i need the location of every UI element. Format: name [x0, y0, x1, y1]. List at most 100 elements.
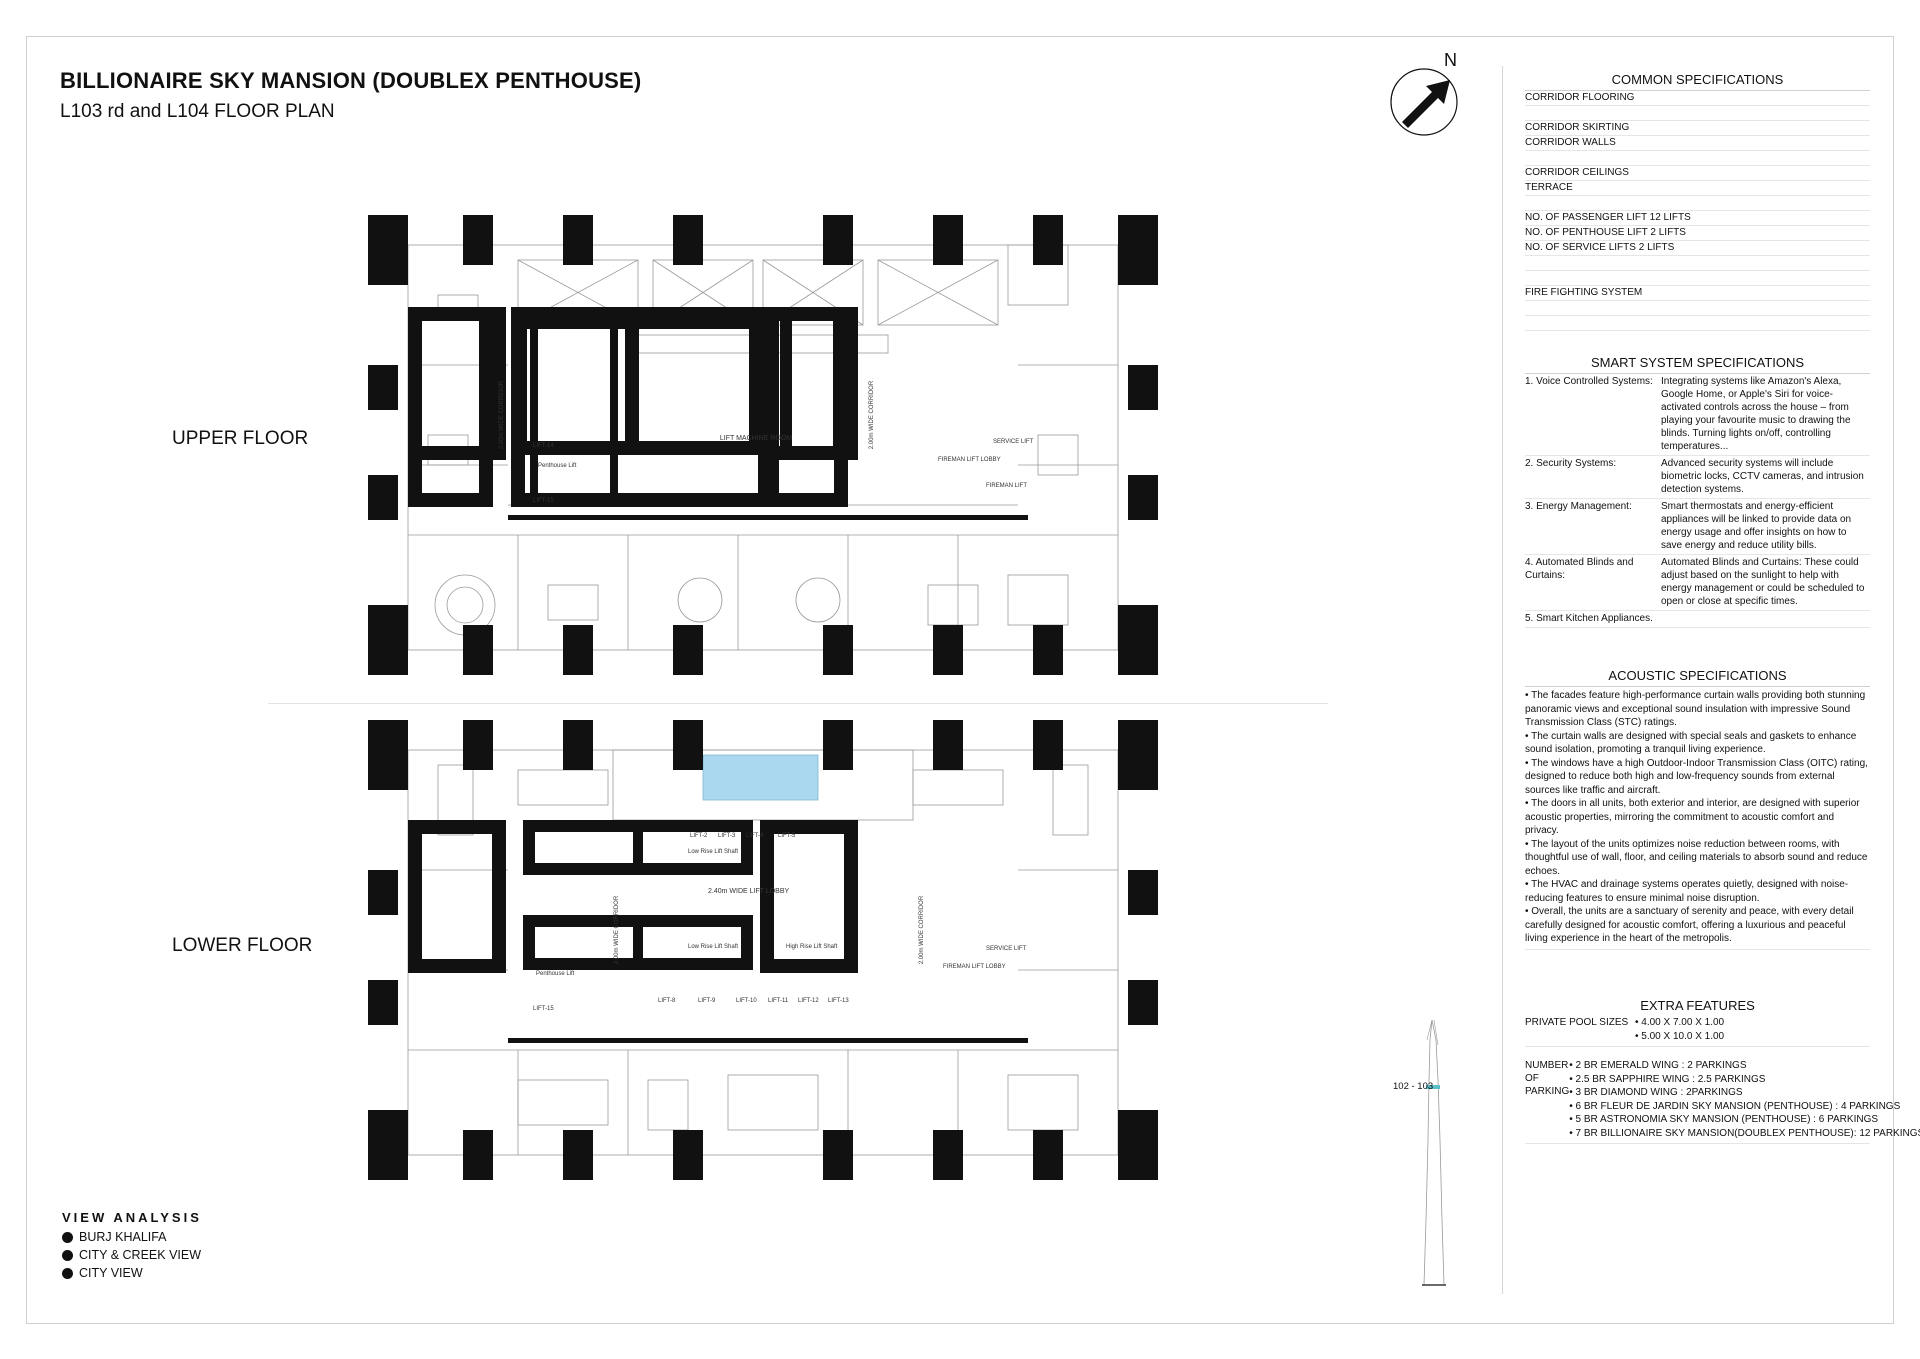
lift-8-label: LIFT-8 — [658, 998, 676, 1004]
acoustic-paragraph: • Overall, the units are a sanctuary of … — [1525, 906, 1854, 944]
fireman-lift-label: FIREMAN LIFT — [986, 483, 1027, 489]
upper-corridor-left-label: 2.00m WIDE CORRIDOR — [499, 380, 505, 449]
lift-machine-label: LIFT MACHINE ROOM — [720, 435, 792, 442]
page-frame — [26, 36, 1894, 1324]
smart-row-key: 1. Voice Controlled Systems: — [1525, 376, 1653, 387]
smart-row-value: Integrating systems like Amazon's Alexa,… — [1661, 376, 1851, 452]
view-item: CITY & CREEK VIEW — [62, 1246, 202, 1264]
bullet-icon — [62, 1249, 73, 1261]
pool-sizes-row: PRIVATE POOL SIZES • 4.00 X 7.00 X 1.00 … — [1525, 1016, 1870, 1047]
spec-row — [1525, 196, 1870, 211]
smart-row-key: 5. Smart Kitchen Appliances. — [1525, 613, 1653, 624]
smart-row-key: 3. Energy Management: — [1525, 501, 1632, 512]
page-title: BILLIONAIRE SKY MANSION (DOUBLEX PENTHOU… — [60, 68, 642, 93]
pool-size: • 4.00 X 7.00 X 1.00 — [1635, 1017, 1725, 1028]
high-rise-label: High Rise Lift Shaft — [786, 944, 838, 950]
compass-icon: N — [1390, 50, 1458, 136]
lift-14-label: LIFT-14 — [533, 443, 554, 449]
view-item-label: BURJ KHALIFA — [79, 1230, 167, 1244]
lower-corridor-left-label: 2.00m WIDE CORRIDOR — [614, 895, 620, 964]
common-specs: COMMON SPECIFICATIONS CORRIDOR FLOORING … — [1525, 68, 1870, 331]
lift-11-label: LIFT-11 — [768, 998, 789, 1004]
spec-row: CORRIDOR FLOORING — [1525, 91, 1870, 106]
view-item: CITY VIEW — [62, 1264, 202, 1282]
view-analysis-title: VIEW ANALYSIS — [62, 1210, 202, 1225]
lift-4-label: LIFT-4 — [746, 833, 764, 839]
lift-13-label: LIFT-13 — [828, 998, 849, 1004]
upper-corridor-right-label: 2.00m WIDE CORRIDOR — [869, 380, 875, 449]
upper-floor-label: UPPER FLOOR — [172, 428, 309, 449]
pool-size: • 5.00 X 10.0 X 1.00 — [1635, 1030, 1725, 1042]
smart-row: 2. Security Systems: Advanced security s… — [1525, 456, 1870, 499]
lift-5-label: LIFT-5 — [778, 833, 796, 839]
acoustic-paragraph: • The doors in all units, both exterior … — [1525, 798, 1860, 836]
bullet-icon — [62, 1231, 73, 1243]
smart-row-key: 2. Security Systems: — [1525, 458, 1617, 469]
smart-row-value — [1825, 612, 1870, 625]
spec-row: NO. OF PASSENGER LIFT 12 LIFTS — [1525, 211, 1870, 226]
compass-north-label: N — [1444, 50, 1457, 70]
acoustic-paragraph: • The curtain walls are designed with sp… — [1525, 730, 1857, 756]
lift-3-label: LIFT-3 — [718, 833, 736, 839]
smart-row-key: 4. Automated Blinds and Curtains: — [1525, 557, 1634, 581]
spec-divider — [1502, 66, 1503, 1294]
lower-penthouse-lift-label: Penthouse Lift — [536, 971, 575, 977]
acoustic-body: • The facades feature high-performance c… — [1525, 687, 1870, 950]
parking-item: • 2 BR EMERALD WING : 2 PARKINGS — [1569, 1060, 1747, 1071]
service-lift-label: SERVICE LIFT — [993, 439, 1034, 445]
spec-row — [1525, 271, 1870, 286]
spec-row — [1525, 151, 1870, 166]
common-specs-rows: CORRIDOR FLOORING CORRIDOR SKIRTING CORR… — [1525, 91, 1870, 331]
parking-label: NUMBER OF PARKING — [1525, 1060, 1570, 1097]
lift-lobby-label: 2.40m WIDE LIFT LOBBY — [708, 888, 790, 895]
spec-row — [1525, 316, 1870, 331]
bullet-icon — [62, 1267, 73, 1279]
acoustic-paragraph: • The layout of the units optimizes nois… — [1525, 838, 1868, 877]
pool — [702, 754, 819, 801]
lift-2-label: LIFT-2 — [690, 833, 708, 839]
smart-row-value: Smart thermostats and energy-efficient a… — [1661, 501, 1852, 551]
lift-15-label: LIFT-15 — [533, 498, 554, 504]
low-rise-s-label: Low Rise Lift Shaft — [688, 944, 738, 950]
acoustic-specs-title: ACOUSTIC SPECIFICATIONS — [1525, 664, 1870, 687]
lower-lift-15-label: LIFT-15 — [533, 1006, 554, 1012]
view-analysis: VIEW ANALYSIS BURJ KHALIFA CITY & CREEK … — [62, 1210, 202, 1282]
parking-list: • 2 BR EMERALD WING : 2 PARKINGS • 2.5 B… — [1569, 1059, 1920, 1140]
spec-row: CORRIDOR CEILINGS — [1525, 166, 1870, 181]
smart-row: 5. Smart Kitchen Appliances. — [1525, 611, 1870, 628]
lift-10-label: LIFT-10 — [736, 998, 757, 1004]
common-specs-title: COMMON SPECIFICATIONS — [1525, 68, 1870, 91]
lift-9-label: LIFT-9 — [698, 998, 716, 1004]
lower-fireman-lobby-label: FIREMAN LIFT LOBBY — [943, 964, 1006, 970]
spec-row: FIRE FIGHTING SYSTEM — [1525, 286, 1870, 301]
fireman-lobby-label: FIREMAN LIFT LOBBY — [938, 457, 1001, 463]
lower-floor-label: LOWER FLOOR — [172, 935, 313, 956]
view-item: BURJ KHALIFA — [62, 1228, 202, 1246]
low-rise-n-label: Low Rise Lift Shaft — [688, 849, 738, 855]
lower-corridor-right-label: 2.00m WIDE CORRIDOR — [919, 895, 925, 964]
smart-row: 4. Automated Blinds and Curtains: Automa… — [1525, 555, 1870, 611]
view-item-label: CITY VIEW — [79, 1266, 143, 1280]
parking-item: • 7 BR BILLIONAIRE SKY MANSION(DOUBLEX P… — [1569, 1127, 1920, 1139]
spec-row — [1525, 256, 1870, 271]
acoustic-paragraph: • The facades feature high-performance c… — [1525, 690, 1866, 728]
spec-row: NO. OF SERVICE LIFTS 2 LIFTS — [1525, 241, 1870, 256]
tower-elevation-icon — [1422, 1020, 1446, 1286]
parking-item: • 3 BR DIAMOND WING : 2PARKINGS — [1569, 1087, 1743, 1098]
spec-row — [1525, 106, 1870, 121]
spec-row: NO. OF PENTHOUSE LIFT 2 LIFTS — [1525, 226, 1870, 241]
pool-sizes-list: • 4.00 X 7.00 X 1.00 • 5.00 X 10.0 X 1.0… — [1635, 1016, 1870, 1043]
pool-sizes-label: PRIVATE POOL SIZES — [1525, 1017, 1629, 1028]
floor-divider — [268, 703, 1328, 704]
lower-floor-plan: 2.40m WIDE LIFT LOBBY Low Rise Lift Shaf… — [368, 720, 1158, 1180]
parking-row: NUMBER OF PARKING • 2 BR EMERALD WING : … — [1525, 1047, 1920, 1144]
smart-row: 1. Voice Controlled Systems: Integrating… — [1525, 374, 1870, 456]
acoustic-paragraph: • The windows have a high Outdoor-Indoor… — [1525, 757, 1868, 796]
spec-row: TERRACE — [1525, 181, 1870, 196]
parking-item: • 2.5 BR SAPPHIRE WING : 2.5 PARKINGS — [1569, 1073, 1766, 1085]
smart-row-value: Automated Blinds and Curtains: These cou… — [1661, 557, 1865, 607]
spec-row — [1525, 301, 1870, 316]
penthouse-lift-label: Penthouse Lift — [538, 463, 577, 469]
tower-highlight — [1426, 1085, 1440, 1089]
extra-features-title: EXTRA FEATURES — [1640, 998, 1755, 1013]
